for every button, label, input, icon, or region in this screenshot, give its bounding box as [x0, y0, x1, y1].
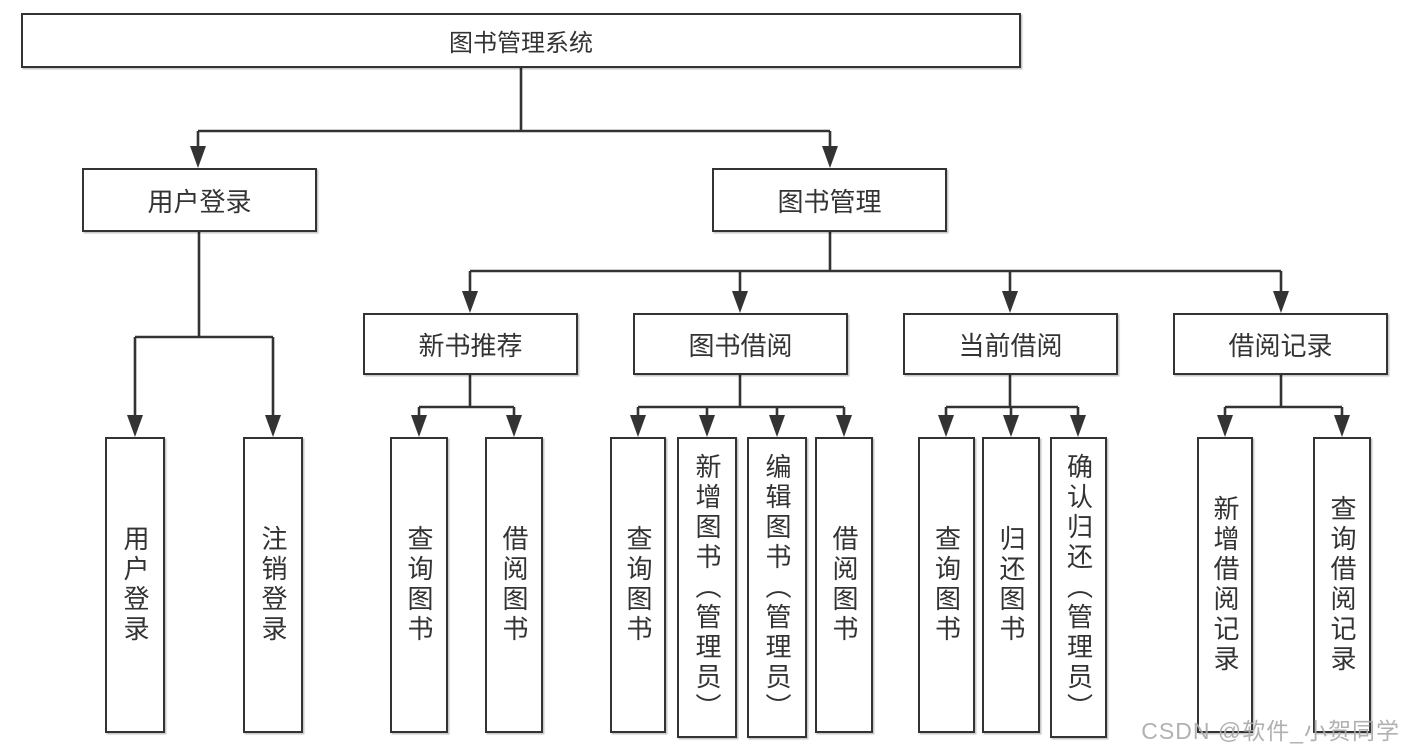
node-book-borrowing: 图书借阅 — [633, 313, 848, 375]
node-current-borrowing: 当前借阅 — [903, 313, 1118, 375]
arrowhead — [190, 146, 206, 168]
leaf-query-borrow-record: 查询借阅记录 — [1313, 437, 1371, 733]
leaf-return-books: 归还图书 — [982, 437, 1040, 733]
leaf-borrow-books-recommend: 借阅图书 — [485, 437, 543, 733]
arrowhead — [1273, 291, 1289, 313]
leaf-label: 查询图书 — [404, 525, 434, 645]
leaf-label: 借阅图书 — [829, 525, 859, 645]
connector-current-to-leaves — [938, 375, 1086, 437]
leaf-edit-books-admin: 编辑图书（管理员） — [747, 437, 807, 738]
arrowhead — [1003, 415, 1019, 437]
connector-borrow-to-leaves — [630, 375, 852, 437]
arrowhead — [462, 291, 478, 313]
leaf-label: 查询借阅记录 — [1327, 495, 1357, 675]
node-system-root: 图书管理系统 — [21, 13, 1021, 68]
leaf-label: 归还图书 — [996, 525, 1026, 645]
arrowhead — [1217, 415, 1233, 437]
leaf-label: 用户登录 — [120, 525, 150, 645]
arrowhead — [1334, 415, 1350, 437]
leaf-borrow-books: 借阅图书 — [815, 437, 873, 733]
node-label: 图书管理 — [777, 186, 882, 217]
node-user-login: 用户登录 — [82, 168, 317, 232]
leaf-logout: 注销登录 — [243, 437, 303, 733]
leaf-add-borrow-record: 新增借阅记录 — [1197, 437, 1253, 733]
leaf-label: 查询图书 — [623, 525, 653, 645]
connector-root-to-level2 — [190, 68, 838, 168]
leaf-add-books-admin: 新增图书（管理员） — [677, 437, 737, 738]
arrowhead — [769, 415, 785, 437]
arrowhead — [836, 415, 852, 437]
arrowhead — [822, 146, 838, 168]
arrowhead — [699, 415, 715, 437]
node-label: 新书推荐 — [418, 330, 523, 361]
arrowhead — [506, 415, 522, 437]
arrowhead — [411, 415, 427, 437]
arrowhead — [732, 291, 748, 313]
leaf-query-books-borrow: 查询图书 — [610, 437, 666, 733]
leaf-query-books-current: 查询图书 — [918, 437, 975, 733]
leaf-user-login: 用户登录 — [105, 437, 165, 733]
node-label: 图书借阅 — [688, 330, 793, 361]
node-label: 借阅记录 — [1228, 330, 1333, 361]
node-borrow-records: 借阅记录 — [1173, 313, 1388, 375]
leaf-query-books-recommend: 查询图书 — [390, 437, 448, 733]
node-label: 图书管理系统 — [449, 30, 593, 57]
node-label: 用户登录 — [147, 186, 252, 217]
connector-mgmt-to-sections — [462, 232, 1289, 313]
arrowhead — [1070, 415, 1086, 437]
arrowhead — [265, 415, 281, 437]
leaf-label: 借阅图书 — [499, 525, 529, 645]
leaf-confirm-return-admin: 确认归还（管理员） — [1050, 437, 1107, 738]
arrowhead — [938, 415, 954, 437]
arrowhead — [630, 415, 646, 437]
arrowhead — [127, 415, 143, 437]
node-new-book-recommend: 新书推荐 — [363, 313, 578, 375]
leaf-label: 查询图书 — [931, 525, 962, 645]
node-book-management: 图书管理 — [712, 168, 947, 232]
connector-newbooks-to-leaves — [411, 375, 522, 437]
leaf-label: 注销登录 — [258, 525, 288, 645]
leaf-label: 编辑图书（管理员） — [762, 452, 792, 723]
leaf-label: 确认归还（管理员） — [1063, 452, 1094, 723]
connector-login-to-leaves — [127, 232, 281, 437]
leaf-label: 新增借阅记录 — [1210, 495, 1240, 675]
leaf-label: 新增图书（管理员） — [692, 452, 722, 723]
connector-records-to-leaves — [1217, 375, 1350, 437]
arrowhead — [1002, 291, 1018, 313]
node-label: 当前借阅 — [958, 330, 1063, 361]
